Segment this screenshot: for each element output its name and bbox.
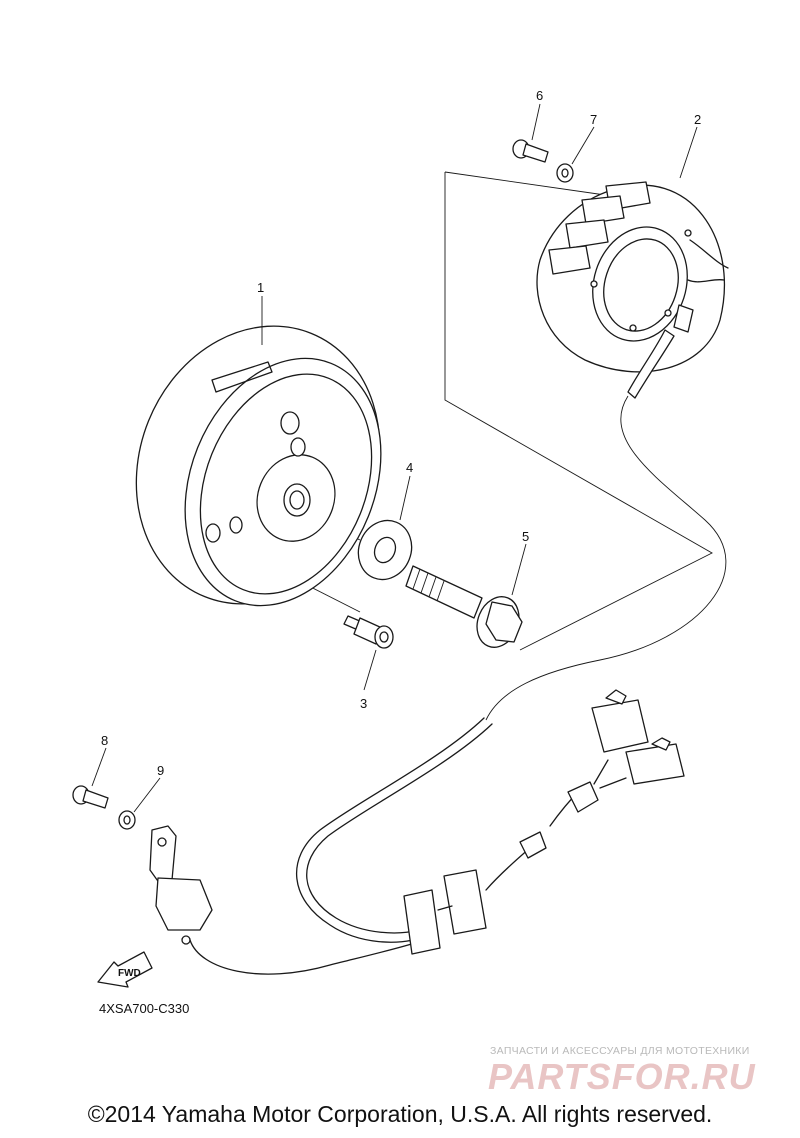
- sensor-washer: [118, 810, 136, 830]
- watermark-logo: PARTSFOR.RU: [488, 1056, 756, 1097]
- callout-8: 8: [101, 733, 108, 748]
- screw-small: [343, 615, 394, 649]
- watermark-tagline: ЗАПЧАСТИ И АКСЕССУАРЫ ДЛЯ МОТОТЕХНИКИ: [490, 1045, 750, 1057]
- callout-5: 5: [522, 529, 529, 544]
- callout-3: 3: [360, 696, 367, 711]
- callout-7: 7: [590, 112, 597, 127]
- forward-direction-arrow: FWD: [97, 951, 153, 988]
- callout-1: 1: [257, 280, 264, 295]
- copyright-notice: ©2014 Yamaha Motor Corporation, U.S.A. A…: [87, 1101, 713, 1127]
- wire-harness: [403, 689, 685, 955]
- flange-bolt: [405, 565, 523, 648]
- washer-large: [357, 519, 413, 581]
- callout-numbers: 1 2 3 4 5 6 7 8 9: [101, 88, 701, 778]
- sensor-screw: [72, 785, 109, 809]
- callout-4: 4: [406, 460, 413, 475]
- pickup-sensor: [149, 825, 419, 975]
- callout-leaders: [91, 103, 698, 813]
- stator-lead-wire: [296, 395, 727, 943]
- callout-9: 9: [157, 763, 164, 778]
- stator-washer: [556, 163, 574, 183]
- diagram-reference-code: 4XSA700-C330: [99, 1001, 190, 1016]
- callout-6: 6: [536, 88, 543, 103]
- callout-2: 2: [694, 112, 701, 127]
- stator-coil-assembly: [536, 181, 729, 399]
- flywheel-rotor: [135, 325, 382, 607]
- stator-screw: [512, 139, 549, 163]
- fwd-label: FWD: [118, 968, 141, 979]
